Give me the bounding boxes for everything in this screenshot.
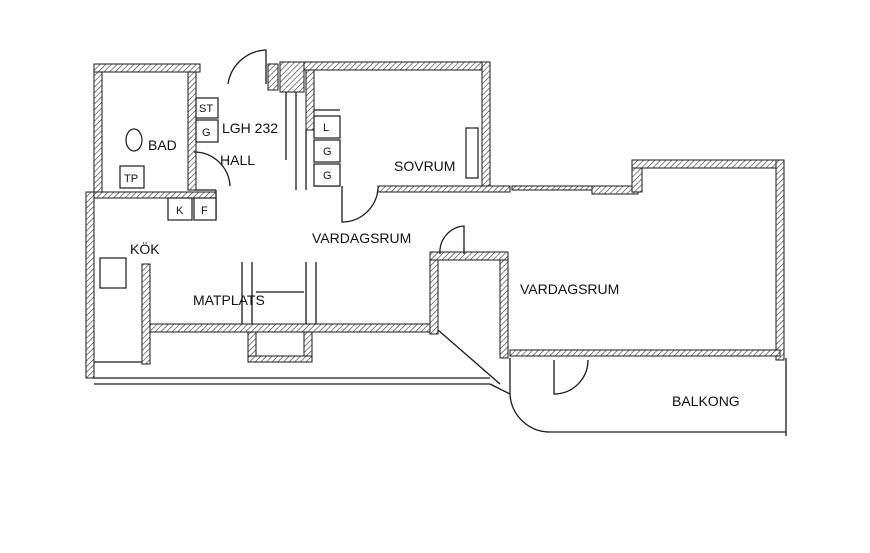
label-hall: HALL bbox=[220, 152, 255, 168]
wall-bedroom-left bbox=[305, 69, 315, 131]
wall-bedroom-bottom-ext2 bbox=[591, 185, 639, 195]
walls bbox=[85, 61, 785, 379]
fixture-tp-label: TP bbox=[124, 173, 138, 185]
wall-left-lower bbox=[85, 191, 95, 379]
wall-bay-bottom bbox=[247, 355, 313, 363]
door-bath bbox=[193, 151, 231, 187]
label-kok: KÖK bbox=[130, 240, 160, 257]
door-balcony bbox=[553, 359, 589, 395]
fixture-st-label: ST bbox=[199, 103, 213, 115]
fixture-l-box bbox=[313, 115, 341, 139]
wall-inner-top bbox=[429, 251, 509, 261]
wall-top-bath bbox=[93, 63, 201, 73]
fixture-g-hall-label: G bbox=[202, 127, 211, 139]
wall-matplats-bottom bbox=[149, 323, 431, 333]
sink-icon bbox=[99, 257, 127, 289]
radiator-icon bbox=[465, 127, 479, 179]
wall-bedroom-right bbox=[481, 61, 491, 189]
wall-right bbox=[775, 159, 785, 361]
wall-hall-shaft bbox=[279, 61, 305, 93]
fixture-g1-label: G bbox=[323, 146, 332, 158]
label-vardagsrum-right: VARDAGSRUM bbox=[520, 281, 619, 297]
wall-top-bedroom bbox=[303, 61, 489, 71]
fixture-f-box bbox=[193, 197, 217, 221]
doors bbox=[193, 49, 589, 433]
toilet-icon bbox=[125, 128, 143, 152]
label-apartment: LGH 232 bbox=[222, 120, 278, 136]
wall-kitchen-top bbox=[93, 191, 217, 199]
door-corner bbox=[509, 393, 549, 433]
fixture-l-label: L bbox=[323, 122, 329, 134]
fixture-f-label: F bbox=[201, 205, 208, 217]
label-bad: BAD bbox=[148, 137, 177, 153]
labels: LGH 232 BAD HALL SOVRUM KÖK VARDAGSRUM V… bbox=[124, 103, 740, 409]
fixture-k-label: K bbox=[176, 205, 184, 217]
fixture-g1-box bbox=[313, 139, 341, 163]
wall-bedroom-bottom bbox=[377, 185, 511, 193]
door-bedroom bbox=[341, 186, 379, 223]
fixtures bbox=[99, 97, 479, 289]
wall-top-hall-right bbox=[267, 63, 279, 91]
wall-living-bottom bbox=[509, 349, 781, 357]
wall-inner-2 bbox=[499, 251, 509, 359]
fixture-st-box bbox=[195, 97, 219, 119]
wall-bedroom-bottom-ext bbox=[511, 185, 593, 191]
fixture-k-box bbox=[167, 197, 193, 221]
label-matplats: MATPLATS bbox=[193, 292, 265, 308]
label-vardagsrum-left: VARDAGSRUM bbox=[312, 230, 411, 246]
label-balkong: BALKONG bbox=[672, 393, 740, 409]
wall-inner-1 bbox=[429, 251, 439, 335]
wall-stepped-top bbox=[631, 159, 783, 169]
label-sovrum: SOVRUM bbox=[394, 158, 455, 174]
wall-kitchen-right bbox=[141, 263, 151, 365]
door-living bbox=[439, 225, 465, 255]
wall-left bbox=[93, 63, 103, 193]
wall-bath-right bbox=[187, 71, 197, 191]
fixture-g-hall-box bbox=[195, 119, 219, 143]
fixture-tp-box bbox=[119, 165, 145, 189]
thin-lines bbox=[94, 92, 787, 436]
door-entry bbox=[227, 49, 267, 85]
fixture-g2-box bbox=[313, 163, 341, 187]
fixture-g2-label: G bbox=[323, 170, 332, 182]
